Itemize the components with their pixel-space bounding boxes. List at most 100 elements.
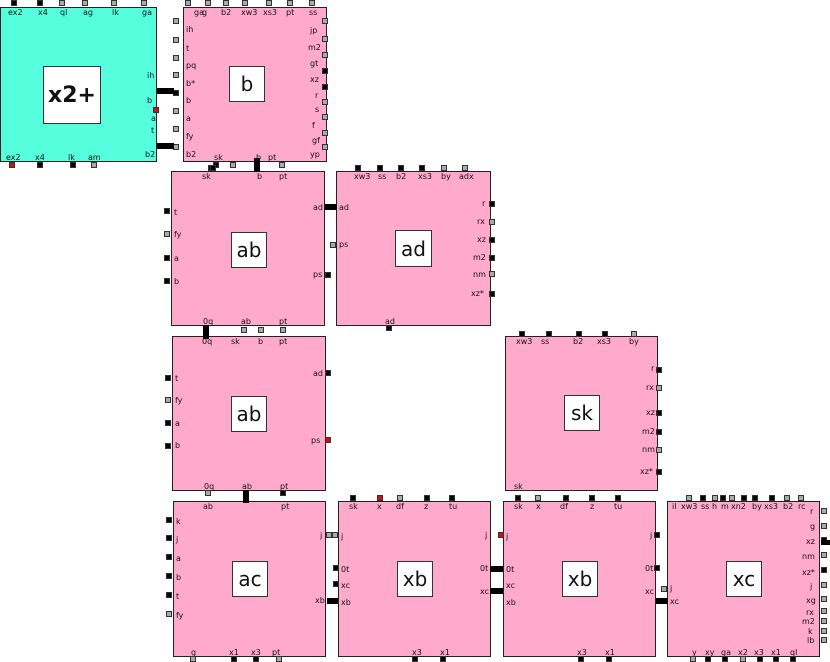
port-pin[interactable] <box>230 162 236 168</box>
port-pin[interactable] <box>322 36 328 42</box>
port-pin[interactable] <box>589 495 595 501</box>
block-b[interactable]: bgagb2xw3xs3ptssskbptihtpqb*bafyb2jpm2gt… <box>183 7 327 162</box>
port-pin[interactable] <box>821 567 827 573</box>
port-pin[interactable] <box>535 495 541 501</box>
port-pin[interactable] <box>173 55 179 61</box>
port-pin[interactable] <box>223 0 229 6</box>
port-pin[interactable] <box>166 517 172 523</box>
port-pin[interactable] <box>164 208 170 214</box>
port-pin[interactable] <box>322 144 328 150</box>
port-pin[interactable] <box>690 656 696 662</box>
port-pin[interactable] <box>462 165 468 171</box>
port-pin[interactable] <box>729 495 735 501</box>
port-pin[interactable] <box>489 291 495 297</box>
port-pin[interactable] <box>654 532 660 538</box>
port-pin[interactable] <box>752 495 758 501</box>
port-pin[interactable] <box>9 162 15 168</box>
port-pin[interactable] <box>656 367 662 373</box>
port-pin[interactable] <box>821 618 827 624</box>
connection-wire[interactable] <box>327 598 338 604</box>
port-pin[interactable] <box>440 656 446 662</box>
port-pin[interactable] <box>231 656 237 662</box>
port-pin[interactable] <box>700 495 706 501</box>
connection-wire[interactable] <box>325 204 337 210</box>
port-pin[interactable] <box>164 231 170 237</box>
port-pin[interactable] <box>489 201 495 207</box>
port-pin[interactable] <box>656 469 662 475</box>
port-pin[interactable] <box>515 495 521 501</box>
port-pin[interactable] <box>441 165 447 171</box>
port-pin[interactable] <box>705 656 711 662</box>
port-pin[interactable] <box>164 255 170 261</box>
port-pin[interactable] <box>798 495 804 501</box>
port-pin[interactable] <box>322 68 328 74</box>
port-pin[interactable] <box>190 656 196 662</box>
port-pin[interactable] <box>773 656 779 662</box>
port-pin[interactable] <box>173 108 179 114</box>
port-pin[interactable] <box>578 656 584 662</box>
port-pin[interactable] <box>821 628 827 634</box>
port-pin[interactable] <box>280 327 286 333</box>
port-pin[interactable] <box>757 656 763 662</box>
port-pin[interactable] <box>686 495 692 501</box>
port-pin[interactable] <box>397 495 403 501</box>
port-pin[interactable] <box>576 331 582 337</box>
port-pin[interactable] <box>322 52 328 58</box>
port-pin[interactable] <box>322 130 328 136</box>
port-pin[interactable] <box>606 656 612 662</box>
port-pin[interactable] <box>166 573 172 579</box>
connection-wire[interactable] <box>243 490 249 503</box>
port-pin[interactable] <box>563 495 569 501</box>
port-pin[interactable] <box>165 420 171 426</box>
port-pin[interactable] <box>656 385 662 391</box>
port-pin[interactable] <box>821 508 827 514</box>
port-pin[interactable] <box>821 552 827 558</box>
port-pin[interactable] <box>330 242 336 248</box>
port-pin[interactable] <box>386 325 392 331</box>
port-pin[interactable] <box>309 0 315 6</box>
port-pin[interactable] <box>173 126 179 132</box>
port-pin[interactable] <box>266 0 272 6</box>
port-pin[interactable] <box>325 272 331 278</box>
port-pin[interactable] <box>489 219 495 225</box>
port-pin[interactable] <box>164 278 170 284</box>
port-pin[interactable] <box>790 656 796 662</box>
port-pin[interactable] <box>419 165 425 171</box>
port-pin[interactable] <box>322 99 328 105</box>
port-pin[interactable] <box>280 490 286 496</box>
port-pin[interactable] <box>489 271 495 277</box>
port-pin[interactable] <box>37 0 43 6</box>
port-pin[interactable] <box>661 586 667 592</box>
connection-wire[interactable] <box>157 88 174 94</box>
port-pin[interactable] <box>656 429 662 435</box>
port-pin[interactable] <box>165 443 171 449</box>
port-pin[interactable] <box>325 437 331 443</box>
port-pin[interactable] <box>59 0 65 6</box>
port-pin[interactable] <box>615 495 621 501</box>
port-pin[interactable] <box>631 331 637 337</box>
port-pin[interactable] <box>166 611 172 617</box>
port-pin[interactable] <box>173 37 179 43</box>
port-pin[interactable] <box>253 656 259 662</box>
port-pin[interactable] <box>322 114 328 120</box>
port-pin[interactable] <box>166 592 172 598</box>
port-pin[interactable] <box>166 554 172 560</box>
port-pin[interactable] <box>769 495 775 501</box>
port-pin[interactable] <box>276 656 282 662</box>
port-pin[interactable] <box>165 397 171 403</box>
port-pin[interactable] <box>287 0 293 6</box>
port-pin[interactable] <box>241 327 247 333</box>
port-pin[interactable] <box>656 410 662 416</box>
port-pin[interactable] <box>377 165 383 171</box>
port-pin[interactable] <box>173 72 179 78</box>
port-pin[interactable] <box>185 0 191 6</box>
port-pin[interactable] <box>720 495 726 501</box>
port-pin[interactable] <box>784 495 790 501</box>
port-pin[interactable] <box>242 0 248 6</box>
port-pin[interactable] <box>821 637 827 643</box>
port-pin[interactable] <box>654 565 660 571</box>
port-pin[interactable] <box>350 495 356 501</box>
port-pin[interactable] <box>325 370 331 376</box>
